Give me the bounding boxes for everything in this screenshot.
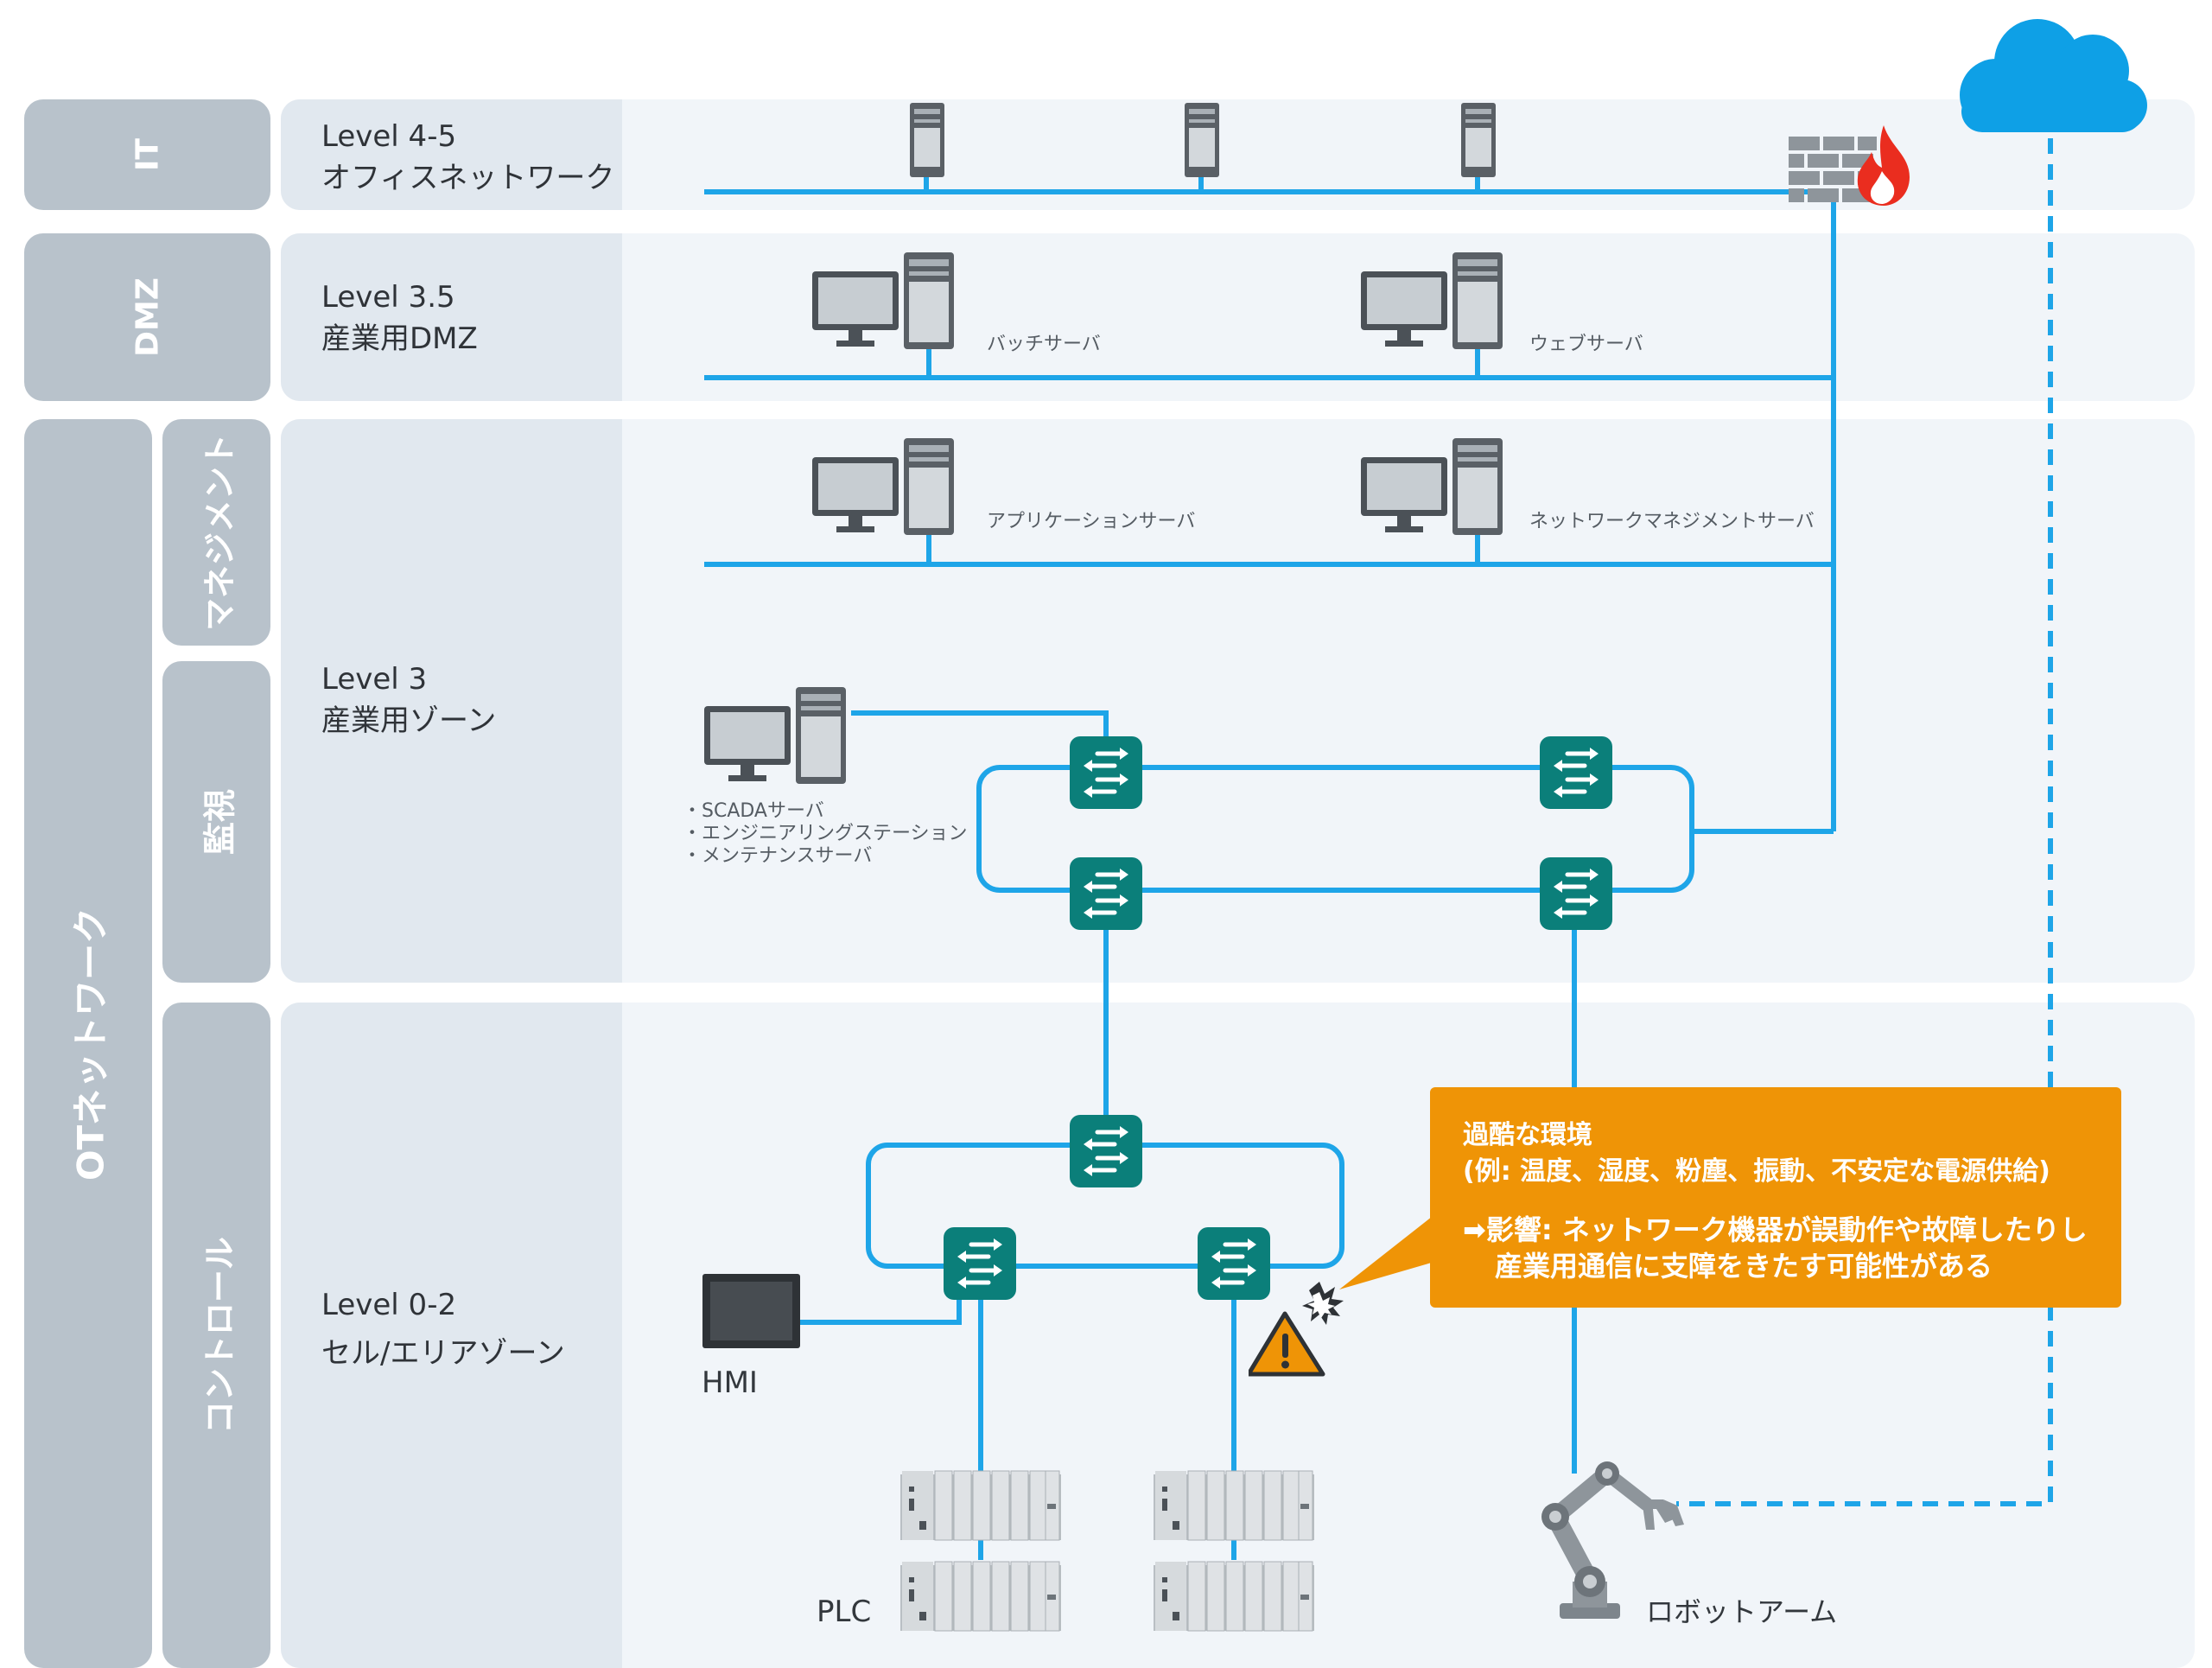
scada-label-2: ・エンジニアリングステーション [683,823,968,844]
callout-impact-2: 産業用通信に支障をきたす可能性がある [1495,1250,1993,1283]
scada-label-3: ・メンテナンスサーバ [683,845,873,867]
band-level-3 [281,419,2195,983]
level-3-5-title: Level 3.5 [321,280,455,315]
environment-callout: 過酷な環境 (例: 温度、湿度、粉塵、振動、不安定な電源供給) ➡影響: ネット… [1430,1087,2121,1308]
switch-icon [1540,736,1612,809]
plc-label: PLC [817,1595,872,1629]
warning-icon [1249,1282,1344,1377]
plc-icon [900,1561,1061,1632]
nms-server-label: ネットワークマネジメントサーバ [1529,511,1815,532]
category-monitoring: 監視 [162,661,270,983]
callout-examples: (例: 温度、湿度、粉塵、振動、不安定な電源供給) [1463,1156,2050,1187]
level-4-5-name: オフィスネットワーク [321,161,615,195]
app-server-icon [812,438,954,535]
level-3-5-name: 産業用DMZ [321,322,478,356]
callout-title: 過酷な環境 [1463,1120,1592,1150]
scada-label-1: ・SCADAサーバ [683,800,824,822]
callout-impact-1: ➡影響: ネットワーク機器が誤動作や故障したりし [1463,1213,2088,1246]
band-level-4-5 [281,99,2195,210]
switch-icon [944,1227,1016,1300]
scada-labels: ・SCADAサーバ ・エンジニアリングステーション ・メンテナンスサーバ [683,800,968,868]
scada-server-icon [704,687,846,784]
category-it: IT [24,99,270,210]
category-dmz: DMZ [24,233,270,401]
category-control: コントロール [162,1003,270,1668]
plc-icon [900,1470,1061,1541]
plc-icon [1154,1561,1314,1632]
category-management: マネジメント [162,419,270,646]
robot-arm-label: ロボットアーム [1646,1595,1838,1628]
switch-icon [1070,1115,1142,1187]
level-0-2-name: セル/エリアゾーン [321,1336,565,1371]
web-server-label: ウェブサーバ [1529,334,1643,355]
firewall-icon [1789,125,1910,206]
level-3-name: 産業用ゾーン [321,703,497,738]
cloud-icon [1960,19,2147,132]
switch-icon [1198,1227,1270,1300]
nms-server-icon [1361,438,1503,535]
it-server-1-icon [910,103,944,177]
level-0-2-label: Level 0-2 セル/エリアゾーン [321,1284,565,1374]
switch-icon [1070,857,1142,930]
app-server-label: アプリケーションサーバ [987,511,1196,532]
switch-icon [1070,736,1142,809]
batch-server-icon [812,252,954,349]
level-4-5-label: Level 4-5 オフィスネットワーク [321,116,614,199]
hmi-icon [702,1274,800,1348]
category-ot: OTネットワーク [24,419,152,1668]
band-level-3-5 [281,233,2195,401]
web-server-icon [1361,252,1503,349]
level-3-label: Level 3 産業用ゾーン [321,659,496,742]
batch-server-label: バッチサーバ [987,334,1101,355]
hmi-label: HMI [702,1366,758,1400]
level-4-5-title: Level 4-5 [321,119,457,154]
robot-arm-icon [1541,1461,1684,1619]
level-0-2-title: Level 0-2 [321,1288,457,1322]
level-3-title: Level 3 [321,662,428,697]
plc-icon [1154,1470,1314,1541]
it-server-3-icon [1461,103,1496,177]
it-server-2-icon [1185,103,1219,177]
switch-icon [1540,857,1612,930]
level-3-5-label: Level 3.5 産業用DMZ [321,277,478,360]
